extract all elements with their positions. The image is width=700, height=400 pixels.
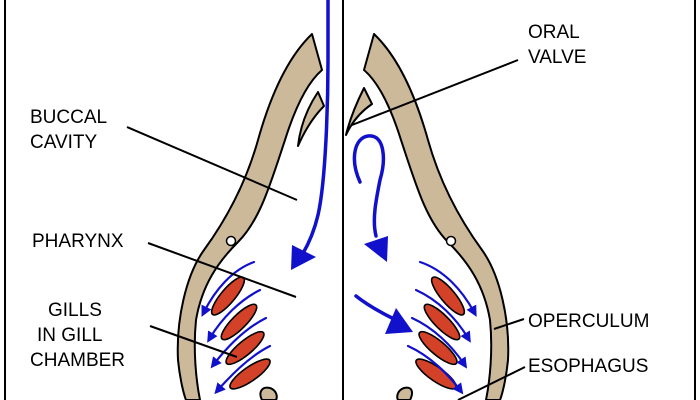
- left-gill-flow-4: [214, 344, 272, 395]
- left-gill-flow-2: [207, 288, 262, 343]
- right-eye-mark: [445, 235, 457, 247]
- buccal-cavity-leader: [126, 126, 298, 201]
- right-curl-arrow: [352, 134, 386, 238]
- right-gill-flow-2: [414, 288, 471, 343]
- right-gill-flow-4: [406, 344, 464, 395]
- label-buccal-cavity: BUCCAL CAVITY: [30, 107, 112, 153]
- left-eye-mark: [225, 235, 237, 247]
- right-gill-1: [430, 276, 466, 316]
- label-pharynx: PHARYNX: [32, 231, 124, 252]
- right-panel: [345, 33, 510, 400]
- left-panel: [176, 0, 330, 400]
- label-esophagus: ESOPHAGUS: [528, 356, 648, 377]
- esophagus-leader: [457, 366, 526, 400]
- right-lower-arrowhead: [385, 308, 413, 334]
- oral-valve-leader: [351, 59, 519, 126]
- left-oral-valve: [297, 91, 325, 147]
- label-oral-valve: ORAL VALVE: [528, 22, 586, 68]
- gills-leader: [149, 325, 238, 358]
- operculum-leader: [493, 318, 525, 330]
- right-curl-arrowhead: [364, 236, 388, 262]
- left-gill-flow-3: [210, 316, 268, 369]
- label-operculum: OPERCULUM: [528, 311, 649, 332]
- right-gill-2: [423, 303, 461, 341]
- left-gill-flow-1: [201, 260, 256, 317]
- pharynx-leader: [147, 242, 297, 298]
- right-oral-valve: [345, 87, 373, 136]
- right-lower-tissue: [396, 386, 413, 400]
- right-gill-flow-1: [418, 260, 477, 317]
- label-gills: GILLS IN GILL CHAMBER: [30, 300, 125, 371]
- right-gill-flow-3: [410, 316, 468, 369]
- left-gill-2: [220, 303, 258, 341]
- left-inflow-arrow: [300, 0, 330, 257]
- left-gill-4: [229, 358, 271, 390]
- left-lower-tissue: [259, 386, 278, 400]
- left-inflow-arrowhead: [291, 245, 316, 270]
- right-lower-arrow: [354, 294, 394, 320]
